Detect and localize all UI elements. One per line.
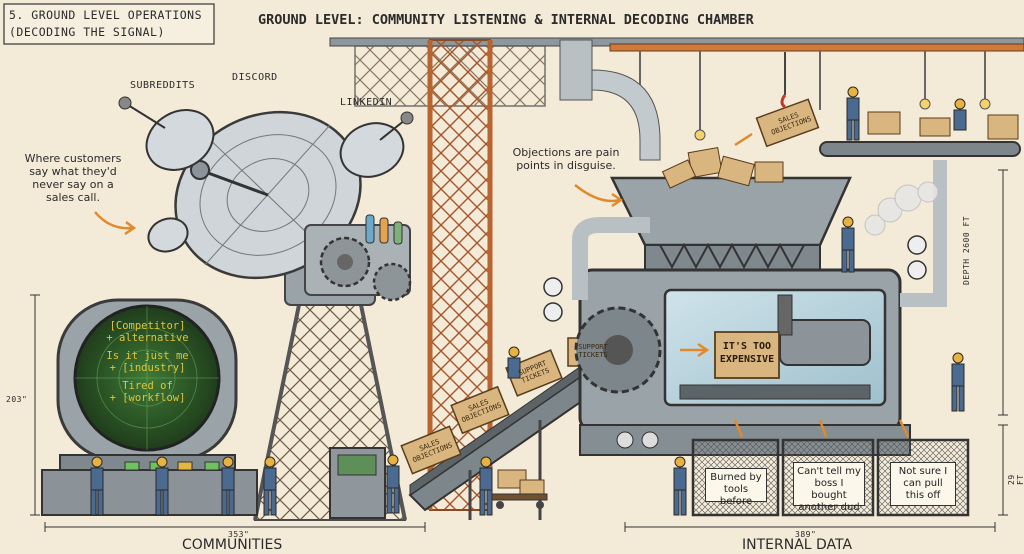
dimension-right-width: 389" — [795, 530, 817, 539]
radar-screen-text: [Competitor] + alternative Is it just me… — [90, 320, 205, 404]
decoding-chamber — [574, 268, 911, 456]
bin-note-1: Burned by tools before — [705, 468, 767, 507]
callout-left-line: say what they'd — [29, 165, 117, 178]
section-label-line1: 5. GROUND LEVEL OPERATIONS — [9, 8, 203, 22]
section-label-line2: (DECODING THE SIGNAL) — [9, 25, 165, 39]
steam — [864, 181, 939, 236]
radar-line: Is it just me — [106, 350, 189, 362]
pipes — [543, 160, 947, 322]
bin-note-line: another dud — [798, 502, 860, 513]
orange-girder-tower — [427, 39, 493, 511]
callout-right-line: points in disguise. — [516, 159, 616, 172]
radar-line: + alternative — [106, 332, 189, 344]
bin-note-line: Burned by — [710, 472, 762, 483]
footer-communities: COMMUNITIES — [182, 537, 283, 553]
crate-label-support-top: SUPPORT TICKETS — [570, 343, 616, 359]
satellite-dish-subreddits — [118, 96, 215, 171]
bin-note-3: Not sure I can pull this off — [890, 462, 956, 506]
crate-label-line: SUPPORT — [578, 343, 608, 351]
dimension-right-height: 29 FT — [1007, 474, 1024, 485]
callout-left-line: sales call. — [46, 191, 100, 204]
callout-right: Objections are pain points in disguise. — [506, 146, 626, 172]
chamber-block-line: IT'S TOO — [722, 341, 772, 352]
footer-internal-data: INTERNAL DATA — [742, 537, 853, 553]
callout-right-line: Objections are pain — [512, 146, 620, 159]
chamber-block-line: EXPENSIVE — [719, 354, 775, 365]
antenna-label-discord: DISCORD — [232, 72, 278, 83]
callout-left: Where customers say what they'd never sa… — [18, 152, 128, 204]
antenna-label-linkedin: LINKEDIN — [340, 97, 393, 108]
crate-cart — [491, 469, 548, 509]
bin-note-line: tools before — [719, 484, 753, 507]
dimension-left-width: 353" — [228, 530, 250, 539]
control-panel — [329, 447, 386, 519]
satellite-dish-small — [147, 217, 189, 253]
hopper-shredder — [609, 146, 852, 276]
dimension-lines — [30, 169, 1008, 532]
upper-conveyor — [755, 52, 1021, 157]
crate-support-conveyor — [505, 349, 563, 397]
bin-note-line: this off — [905, 490, 941, 501]
dimension-left-height: 203" — [6, 395, 28, 404]
workers — [90, 86, 967, 516]
gear-machine — [304, 214, 412, 302]
crate-sales-low — [400, 425, 462, 475]
crate-label-line: TICKETS — [578, 351, 608, 359]
satellite-dish-linkedin — [339, 111, 414, 178]
dimension-depth: DEPTH 2600 FT — [962, 215, 971, 285]
bin-note-line: Can't tell my — [797, 466, 861, 477]
radar-line: + [industry] — [109, 362, 186, 374]
callout-left-line: Where customers — [24, 152, 122, 165]
section-label-box — [3, 3, 215, 45]
crate-sales-mid — [450, 385, 510, 435]
bin-note-line: can pull — [903, 478, 943, 489]
radar-line: + [workflow] — [109, 392, 186, 404]
callout-left-line: never say on a — [32, 178, 114, 191]
main-title: GROUND LEVEL: COMMUNITY LISTENING & INTE… — [258, 12, 754, 28]
bin-note-line: Not sure I — [898, 466, 948, 477]
chamber-block-label: IT'S TOO EXPENSIVE — [715, 340, 779, 366]
bin-note-line: boss I bought — [811, 478, 847, 501]
incline-conveyor — [408, 359, 607, 520]
radar-console — [41, 298, 258, 516]
antenna-label-subreddits: SUBREDDITS — [130, 80, 196, 91]
radar-line: [Competitor] — [109, 320, 186, 332]
radar-line: Tired of — [122, 380, 173, 392]
callout-arrows — [94, 132, 910, 438]
bin-note-2: Can't tell my boss I bought another dud — [793, 462, 865, 513]
